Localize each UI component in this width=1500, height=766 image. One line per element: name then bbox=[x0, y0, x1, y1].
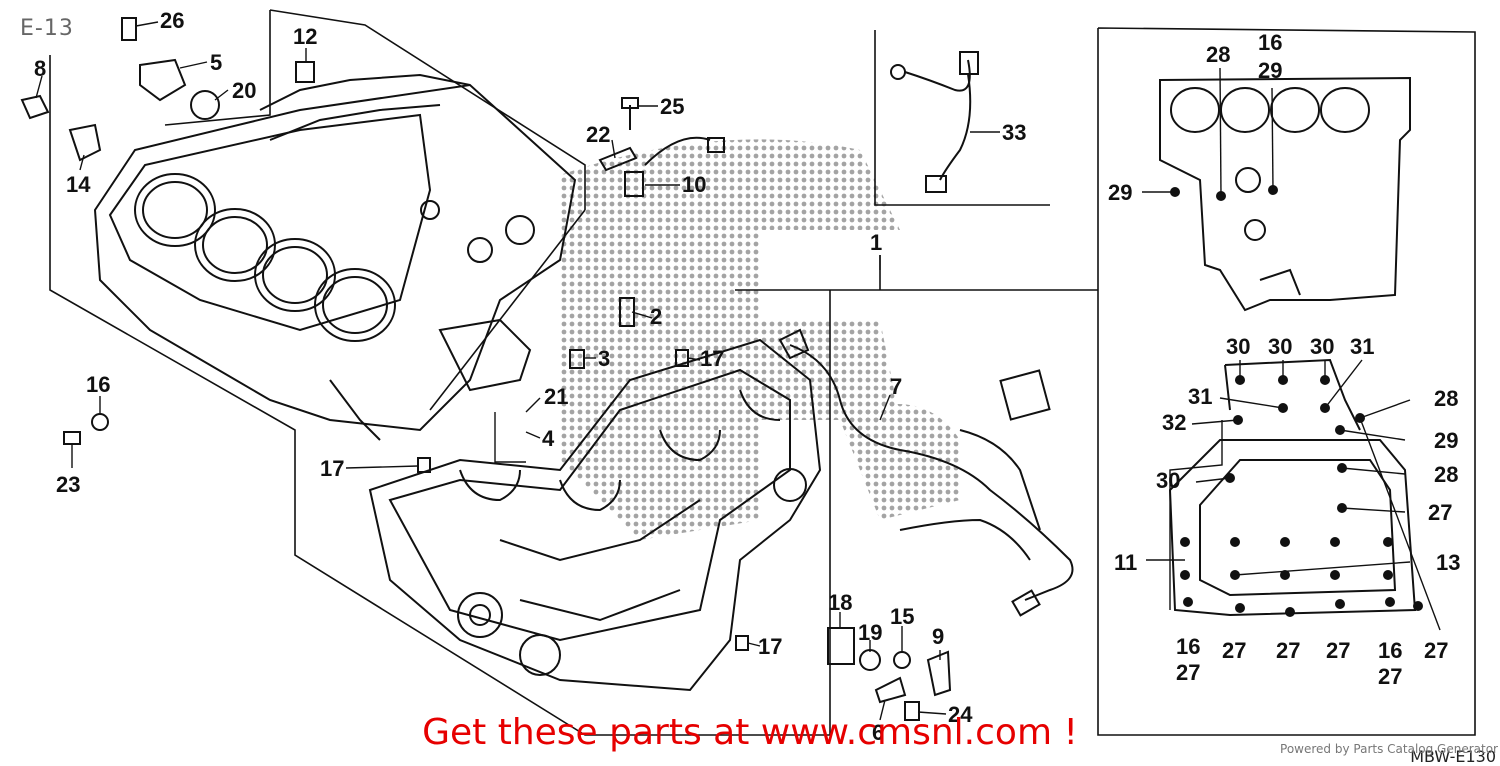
upper-crankcase bbox=[93, 73, 577, 441]
callout-31b: 31 bbox=[1188, 384, 1212, 409]
callout-6: 6 bbox=[872, 720, 884, 745]
callout-11: 11 bbox=[1114, 550, 1137, 575]
sensor-10 bbox=[598, 97, 725, 197]
callout-25: 25 bbox=[660, 94, 684, 119]
callout-17a: 17 bbox=[700, 346, 724, 371]
callout-2: 2 bbox=[650, 304, 662, 329]
callout-16c: 16 bbox=[1378, 638, 1402, 663]
callout-29b: 29 bbox=[1108, 180, 1132, 205]
callout-32: 32 bbox=[1162, 410, 1186, 435]
callout-13: 13 bbox=[1436, 550, 1460, 575]
powered-by-text: Powered by Parts Catalog Generator bbox=[1280, 742, 1498, 756]
callout-9: 9 bbox=[932, 624, 944, 649]
wire-harness-33 bbox=[890, 51, 979, 193]
callout-15: 15 bbox=[890, 604, 914, 629]
callout-7: 7 bbox=[890, 374, 902, 399]
callout-17c: 17 bbox=[758, 634, 782, 659]
detail-leader-lines bbox=[1142, 67, 1441, 631]
callout-18: 18 bbox=[828, 590, 852, 615]
callout-28c: 28 bbox=[1434, 462, 1458, 487]
callout-27d: 27 bbox=[1276, 638, 1300, 663]
leader-lines bbox=[35, 21, 1000, 721]
callout-20: 20 bbox=[232, 78, 256, 103]
callout-5: 5 bbox=[210, 50, 222, 75]
callout-31a: 31 bbox=[1350, 334, 1374, 359]
callout-3: 3 bbox=[598, 346, 610, 371]
callout-27c: 27 bbox=[1222, 638, 1246, 663]
callout-30b: 30 bbox=[1268, 334, 1292, 359]
callout-19: 19 bbox=[858, 620, 882, 645]
callout-4: 4 bbox=[542, 426, 555, 451]
callout-1: 1 bbox=[870, 230, 882, 255]
callout-27e: 27 bbox=[1326, 638, 1350, 663]
callout-27g: 27 bbox=[1424, 638, 1448, 663]
sheet-id: E-13 bbox=[20, 16, 74, 41]
callout-16: 16 bbox=[86, 372, 110, 397]
callout-labels: 26 5 20 12 8 14 16 23 25 22 10 1 2 3 17 … bbox=[34, 8, 1460, 745]
wire-harness-7 bbox=[778, 328, 1074, 617]
callout-29c: 29 bbox=[1434, 428, 1458, 453]
callout-28a: 28 bbox=[1206, 42, 1230, 67]
lower-crankcase bbox=[368, 338, 822, 692]
callout-28b: 28 bbox=[1434, 386, 1458, 411]
callout-27f: 27 bbox=[1378, 664, 1402, 689]
callout-30d: 30 bbox=[1156, 468, 1180, 493]
callout-30a: 30 bbox=[1226, 334, 1250, 359]
callout-27a: 27 bbox=[1428, 500, 1452, 525]
callout-30c: 30 bbox=[1310, 334, 1334, 359]
callout-24: 24 bbox=[948, 702, 973, 727]
callout-17b: 17 bbox=[320, 456, 344, 481]
callout-22: 22 bbox=[586, 122, 610, 147]
promo-banner[interactable]: Get these parts at www.cmsnl.com ! bbox=[422, 712, 1078, 753]
callout-10: 10 bbox=[682, 172, 706, 197]
callout-29a: 29 bbox=[1258, 58, 1282, 83]
callout-26: 26 bbox=[160, 8, 184, 33]
callout-14: 14 bbox=[66, 172, 91, 197]
callout-8: 8 bbox=[34, 56, 46, 81]
callout-21: 21 bbox=[544, 384, 568, 409]
callout-27b: 27 bbox=[1176, 660, 1200, 685]
callout-12: 12 bbox=[293, 24, 317, 49]
detail-upper-case bbox=[1159, 76, 1411, 312]
watermark-logo bbox=[560, 139, 960, 541]
callout-23: 23 bbox=[56, 472, 80, 497]
callout-33: 33 bbox=[1002, 120, 1026, 145]
frame-lines bbox=[49, 9, 1476, 736]
callout-16a: 16 bbox=[1258, 30, 1282, 55]
callout-16b: 16 bbox=[1176, 634, 1200, 659]
